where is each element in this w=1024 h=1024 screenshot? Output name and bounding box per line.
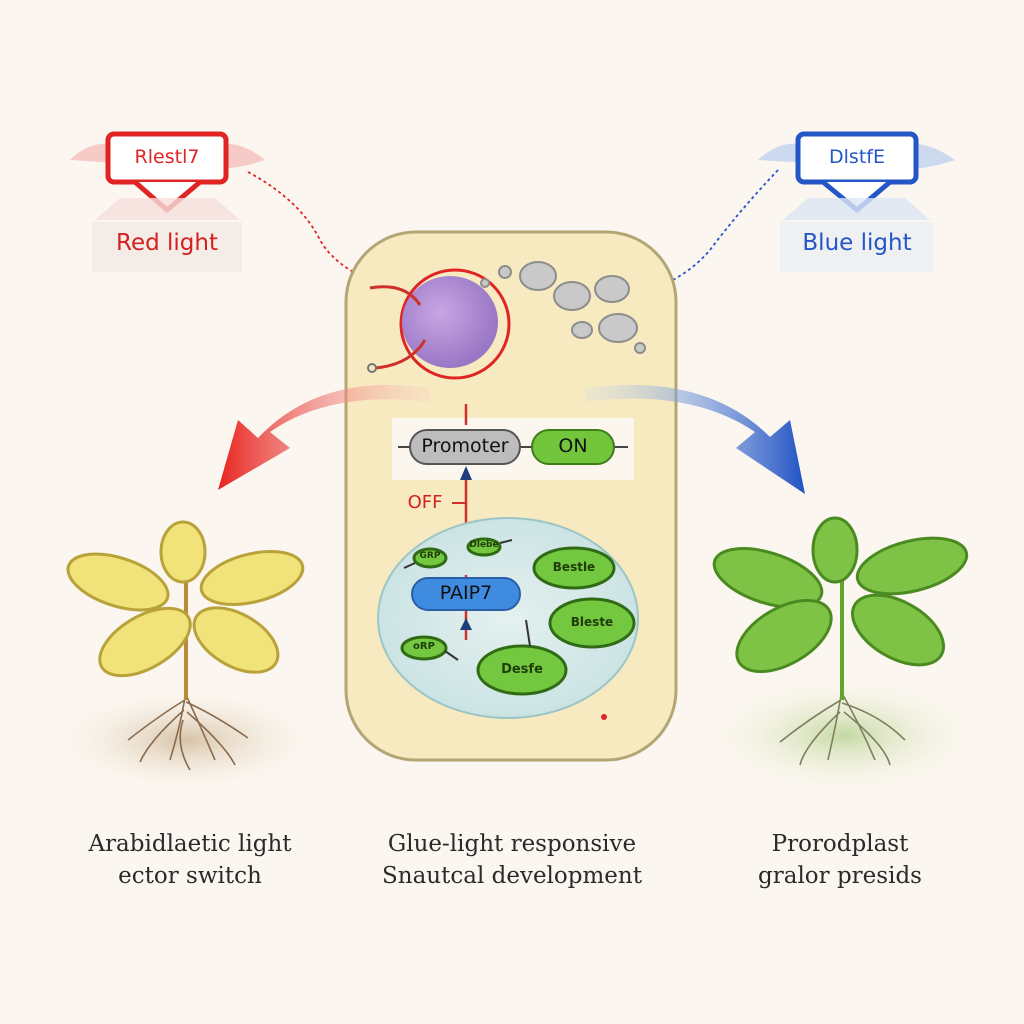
right-soil	[714, 680, 974, 790]
chloroplast-6	[400, 635, 448, 661]
gene-pill	[411, 577, 521, 611]
right-plant-leaves	[712, 516, 969, 674]
blue-arrow	[585, 384, 805, 494]
red-light-label-bg	[92, 222, 242, 272]
chloroplast-3	[476, 644, 568, 696]
promoter-pill	[409, 429, 521, 465]
caption-left-line-2: ector switch	[118, 863, 262, 889]
chloroplast-2	[548, 597, 636, 649]
right-plant-roots	[779, 689, 906, 766]
red-light-path	[247, 171, 401, 291]
chloroplast-1	[532, 546, 616, 590]
small-connector-2	[444, 650, 459, 661]
off-label: OFF	[407, 492, 443, 513]
small-connector-4	[499, 539, 513, 544]
caption-left: Arabidlaetic light ector switch	[40, 828, 340, 892]
on-pill	[531, 429, 615, 465]
red-light-label: Red light	[116, 230, 218, 256]
small-connector-3	[525, 619, 531, 647]
red-lamp-text: Rlestl7	[134, 146, 200, 168]
gene-arrowhead	[460, 618, 472, 630]
on-label: ON	[558, 435, 588, 457]
chloroplast-label-4: Dlebe	[469, 540, 499, 550]
left-plant-leaves	[66, 520, 305, 678]
small-connector-1	[403, 562, 416, 569]
chloroplast-label-1: Bestle	[552, 560, 596, 574]
red-dot	[601, 714, 607, 720]
chloroplast-5	[412, 547, 448, 569]
blue-lamp-text: DlstfE	[829, 146, 885, 168]
red-lamp-icon	[70, 131, 265, 220]
chloroplast-label-2: Bleste	[570, 615, 614, 629]
nucleus	[367, 268, 511, 380]
up-arrowhead	[460, 466, 472, 480]
chloroplast-group	[400, 537, 636, 696]
caption-left-line-1: Arabidlaetic light	[88, 831, 292, 857]
blue-light-label-bg	[780, 222, 934, 272]
chloroplast-label-6: GRP	[419, 551, 441, 561]
caption-right: Prorodplast gralor presids	[695, 828, 985, 892]
caption-right-line-1: Prorodplast	[771, 831, 909, 857]
chloroplast-label-5: oRP	[413, 641, 435, 652]
chloroplast-label-3: Desfe	[501, 662, 543, 677]
caption-center-line-1: Glue-light responsive	[387, 831, 637, 857]
gene-label: PAIP7	[439, 582, 493, 604]
left-soil	[56, 690, 316, 790]
photoreceptor-cluster	[480, 261, 646, 354]
promoter-label: Promoter	[421, 435, 509, 457]
red-arrow	[218, 384, 430, 490]
caption-center: Glue-light responsive Snautcal developme…	[352, 828, 672, 892]
blue-light-label: Blue light	[802, 230, 912, 256]
caption-right-line-2: gralor presids	[758, 863, 922, 889]
blue-lamp-icon	[758, 131, 955, 220]
chloroplast-4	[466, 537, 502, 557]
caption-center-line-2: Snautcal development	[382, 863, 642, 889]
blue-light-path	[629, 169, 779, 296]
